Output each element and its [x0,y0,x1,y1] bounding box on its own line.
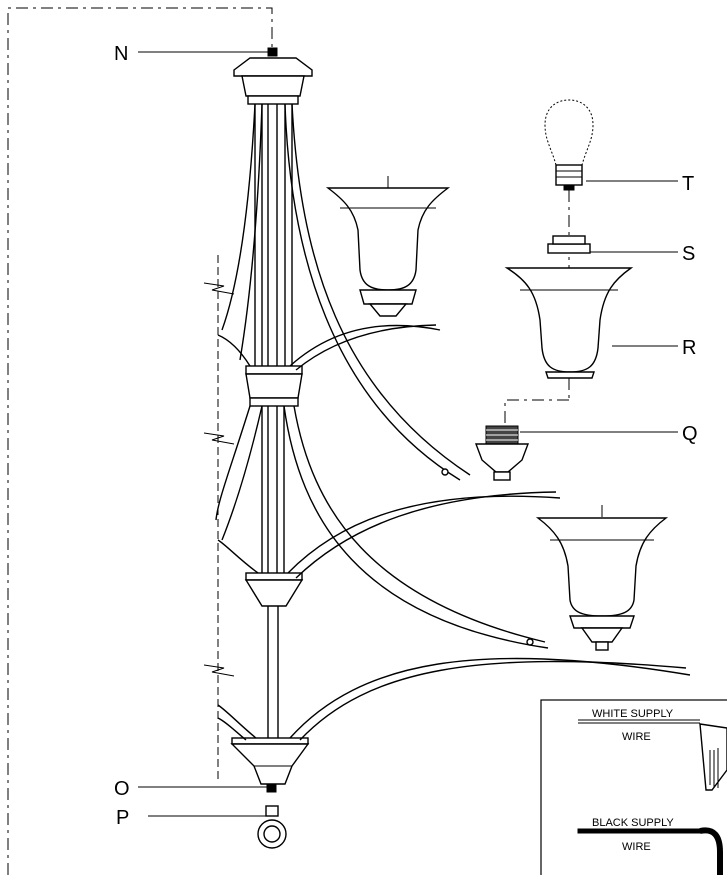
light-bulb [544,99,594,191]
hanging-guide-line [7,7,273,875]
top-cap [233,57,313,77]
upper-arms [217,103,471,481]
break-guide-line [203,255,235,780]
callout-t: T [682,173,694,195]
exploded-axis [504,190,570,430]
callout-r: R [682,337,696,359]
black-wire-curve [699,827,723,875]
white-wire-label: WIRE [622,731,651,743]
white-supply-label: WHITE SUPPLY [592,708,674,720]
callout-o: O [114,778,130,800]
lamp-socket [474,425,530,481]
callout-q: Q [682,423,698,445]
callout-s: S [682,243,695,265]
glass-shade-exploded [504,267,634,379]
middle-arms [215,405,561,649]
wiring-inset: WHITE SUPPLY WIRE BLACK SUPPLY WIRE [540,699,727,875]
black-supply-label: BLACK SUPPLY [592,817,674,829]
glass-shade-lower [535,505,669,651]
middle-collar [245,373,303,399]
bottom-finial-nut [266,783,277,793]
bottom-bowl [230,743,310,785]
glass-shade-upper [325,176,451,317]
callout-p: P [116,807,129,829]
socket-ring [547,235,591,254]
top-finial-nut [267,47,278,57]
lower-hub [244,579,304,607]
leader-lines [138,51,678,817]
callout-n: N [114,43,128,65]
center-column [230,47,313,849]
lower-arms [217,657,691,741]
black-wire-label: WIRE [622,841,651,853]
